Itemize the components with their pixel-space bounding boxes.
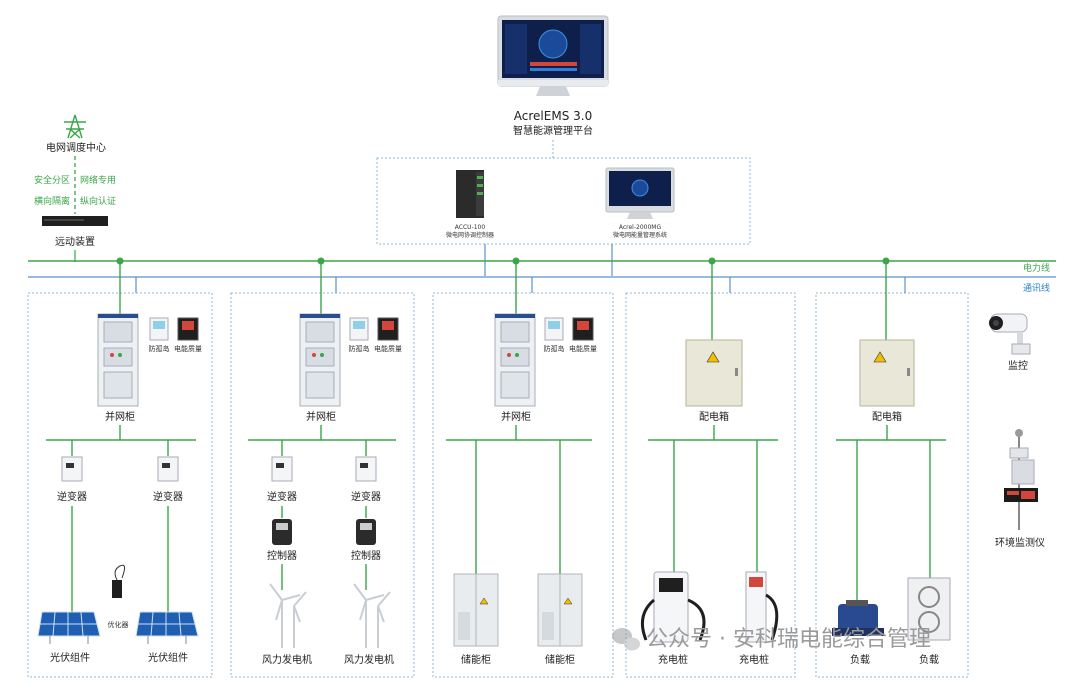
load-label-1: 负载 <box>850 653 870 666</box>
anti-island-label-3: 防孤岛 <box>544 344 565 353</box>
inverter-1-icon <box>61 456 83 482</box>
remote-device-label: 远动装置 <box>55 235 95 248</box>
charger-label-1: 充电桩 <box>658 653 688 666</box>
anti-island-device-2-icon <box>349 317 369 341</box>
platform-subtitle: 智慧能源管理平台 <box>513 124 593 137</box>
grid-cabinet-label-1: 并网柜 <box>105 410 135 423</box>
controller-2-desc: 微电网能量管理系统 <box>613 231 667 239</box>
section-load-box <box>815 292 969 678</box>
inverter-2-icon <box>157 456 179 482</box>
controller-group-box <box>376 157 751 245</box>
tag-dedicated-network: 网络专用 <box>80 174 116 186</box>
controller-label-2: 控制器 <box>351 549 381 562</box>
power-quality-device-1-icon <box>177 317 199 341</box>
pv-label-1: 光伏组件 <box>50 651 90 664</box>
power-line-label: 电力线 <box>1023 262 1050 274</box>
wind-controller-2-icon <box>356 519 376 545</box>
section-wind-box <box>230 292 415 678</box>
comm-line-label: 通讯线 <box>1023 282 1050 294</box>
inverter-label-2: 逆变器 <box>153 490 183 503</box>
grid-dispatch-center: 电网调度中心 <box>46 141 106 154</box>
power-quality-label-1: 电能质量 <box>174 344 202 353</box>
optimizer-icon <box>112 564 126 598</box>
controller-2-name: Acrel-2000MG <box>619 224 662 231</box>
anti-island-device-3-icon <box>544 317 564 341</box>
load-label-2: 负载 <box>919 653 939 666</box>
power-quality-device-2-icon <box>377 317 399 341</box>
platform-name: AcrelEMS 3.0 <box>514 109 592 123</box>
pv-label-2: 光伏组件 <box>148 651 188 664</box>
grid-cabinet-1-icon <box>97 313 139 407</box>
wind-controller-1-icon <box>272 519 292 545</box>
anti-island-device-1-icon <box>149 317 169 341</box>
power-quality-label-2: 电能质量 <box>374 344 402 353</box>
section-storage-box <box>432 292 614 678</box>
power-quality-device-3-icon <box>572 317 594 341</box>
platform-monitor-icon <box>497 15 609 96</box>
tag-security-zone: 安全分区 <box>34 174 70 186</box>
grid-cabinet-label-3: 并网柜 <box>501 410 531 423</box>
controller-1-desc: 微电网协调控制器 <box>446 231 494 239</box>
load-ac-unit-icon <box>907 577 951 641</box>
wechat-logo-icon <box>612 628 640 651</box>
storage-cabinet-1-icon <box>453 573 499 647</box>
storage-label-2: 储能柜 <box>545 653 575 666</box>
pv-panel-1-icon <box>37 611 101 644</box>
charger-2-icon <box>745 571 779 643</box>
env-monitor-label: 环境监测仪 <box>995 536 1045 549</box>
pv-panel-2-icon <box>135 611 199 644</box>
storage-label-1: 储能柜 <box>461 653 491 666</box>
inverter-label-3: 逆变器 <box>267 490 297 503</box>
optimizer-label: 优化器 <box>108 620 129 629</box>
acrel-2000mg-monitor-icon <box>605 167 675 219</box>
wind-label-1: 风力发电机 <box>262 653 312 666</box>
inverter-label-1: 逆变器 <box>57 490 87 503</box>
wind-turbine-1-icon <box>269 583 307 648</box>
section-charger-box <box>625 292 796 678</box>
charger-1-icon <box>640 571 706 643</box>
accu-100-device-icon <box>456 170 484 218</box>
camera-icon <box>989 313 1031 355</box>
charger-label-2: 充电桩 <box>739 653 769 666</box>
dist-box-label-2: 配电箱 <box>872 410 902 423</box>
inverter-3-icon <box>271 456 293 482</box>
power-tower-icon <box>64 114 86 139</box>
watermark-text: 公众号 · 安科瑞电能综合管理 <box>646 627 931 652</box>
distribution-box-2-icon <box>859 339 915 407</box>
storage-cabinet-2-icon <box>537 573 583 647</box>
anti-island-label-2: 防孤岛 <box>349 344 370 353</box>
remote-device-icon <box>42 216 108 226</box>
wind-label-2: 风力发电机 <box>344 653 394 666</box>
grid-cabinet-label-2: 并网柜 <box>306 410 336 423</box>
tag-vertical-auth: 纵向认证 <box>80 195 116 207</box>
dist-box-label-1: 配电箱 <box>699 410 729 423</box>
load-motor-icon <box>832 600 884 636</box>
wind-turbine-2-icon <box>353 583 391 648</box>
inverter-4-icon <box>355 456 377 482</box>
inverter-label-4: 逆变器 <box>351 490 381 503</box>
controller-label-1: 控制器 <box>267 549 297 562</box>
grid-cabinet-2-icon <box>299 313 341 407</box>
distribution-box-1-icon <box>685 339 743 407</box>
env-monitor-icon <box>1004 429 1038 530</box>
grid-cabinet-3-icon <box>494 313 536 407</box>
controller-1-name: ACCU-100 <box>455 224 486 231</box>
monitor-label: 监控 <box>1008 359 1028 372</box>
anti-island-label-1: 防孤岛 <box>149 344 170 353</box>
bus-connections <box>116 257 906 340</box>
power-quality-label-3: 电能质量 <box>569 344 597 353</box>
tag-horizontal-isolation: 横向隔离 <box>34 195 70 207</box>
